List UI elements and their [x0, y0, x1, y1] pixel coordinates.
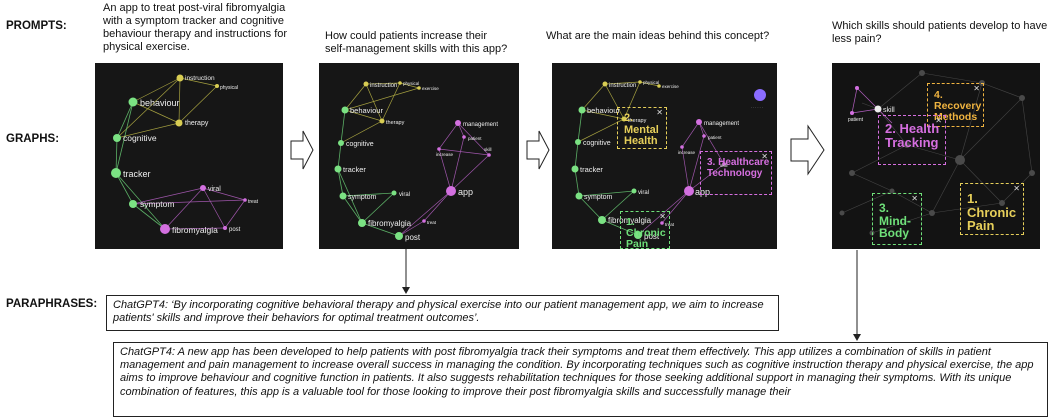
node-cognitive: cognitive — [123, 133, 157, 143]
arrow-right-icon — [290, 130, 314, 170]
node-behaviour: behaviour — [587, 106, 620, 115]
node-management: management — [463, 122, 498, 128]
node-fibromyalgia: fibromyalgia — [368, 219, 412, 228]
node-app: app — [695, 187, 710, 197]
node-increase: increase — [678, 150, 696, 155]
graph-4-network: skill patient — [839, 70, 1035, 236]
node-instruction: instruction — [370, 83, 397, 89]
node-instruction: instruction — [609, 83, 636, 89]
node-patient: patient — [708, 135, 722, 140]
graph-2-network: instruction physical exercise behaviour … — [334, 81, 498, 242]
node-exercise: exercise — [422, 86, 439, 91]
graphs-row-label: GRAPHS: — [6, 133, 60, 145]
node-viral: viral — [638, 190, 649, 196]
graph-panel-4: skill patient ✕ 4. Recovery Methods ✕ 2.… — [832, 63, 1040, 249]
node-fibromyalgia: fibromyalgia — [172, 225, 218, 235]
node-cognitive: cognitive — [346, 141, 374, 148]
cluster-mental-health[interactable]: ✕ 2. Mental Health — [617, 107, 667, 149]
prompt-1: An app to treat post-viral fibromyalgia … — [103, 2, 288, 53]
graph-3-network: · · · · · · instruction physical exercis… — [571, 80, 766, 241]
node-post: post — [644, 232, 660, 241]
node-physical: physical — [403, 81, 419, 86]
node-viral: viral — [399, 192, 410, 198]
close-icon[interactable]: ✕ — [659, 212, 666, 221]
node-skill: skill — [883, 107, 895, 114]
node-patient: patient — [468, 136, 482, 141]
graph-1-network: instruction physical behaviour therapy c… — [111, 74, 259, 235]
node-exercise: exercise — [662, 84, 679, 89]
node-increase: increase — [436, 152, 454, 157]
graph-panel-3: · · · · · · instruction physical exercis… — [552, 63, 777, 249]
close-icon[interactable]: ✕ — [935, 116, 942, 125]
prompt-4: Which skills should patients develop to … — [832, 20, 1048, 45]
paraphrase-2: ChatGPT4: A new app has been developed t… — [113, 342, 1048, 417]
node-cognitive: cognitive — [583, 140, 611, 147]
close-icon[interactable]: ✕ — [911, 194, 918, 203]
node-viral: viral — [208, 186, 221, 193]
svg-text:· · · · · ·: · · · · · · — [751, 106, 763, 110]
graph-panel-1: instruction physical behaviour therapy c… — [95, 63, 283, 249]
node-physical: physical — [220, 85, 238, 91]
prompt-2: How could patients increase their self-m… — [325, 30, 508, 55]
node-skill: skill — [720, 163, 728, 168]
node-post: post — [229, 227, 241, 233]
close-icon[interactable]: ✕ — [656, 108, 663, 117]
node-symptom: symptom — [140, 199, 174, 209]
node-skill: skill — [484, 147, 492, 152]
cluster-chronic-pain[interactable]: ✕ 1. Chronic Pain — [960, 183, 1024, 235]
prompt-3: What are the main ideas behind this conc… — [546, 30, 770, 42]
close-icon[interactable]: ✕ — [1013, 184, 1020, 193]
node-treat: treat — [248, 199, 259, 205]
cluster-healthcare-technology[interactable]: ✕ 3. Healthcare Technology — [700, 151, 772, 195]
arrow-right-icon — [526, 130, 550, 170]
node-behaviour: behaviour — [140, 98, 180, 108]
prompts-row-label: PROMPTS: — [6, 20, 67, 32]
close-icon[interactable]: ✕ — [761, 152, 768, 161]
node-therapy: therapy — [185, 120, 209, 127]
close-icon[interactable]: ✕ — [973, 84, 980, 93]
node-behaviour: behaviour — [350, 106, 383, 115]
node-tracker: tracker — [343, 165, 366, 174]
cluster-mind-body[interactable]: ✕ 3. Mind-Body — [872, 193, 922, 245]
node-physical: physical — [643, 80, 659, 85]
node-management: management — [704, 121, 739, 127]
cluster-health-tracking[interactable]: ✕ 2. Health Tracking — [878, 115, 946, 165]
node-instruction: instruction — [185, 75, 215, 82]
cluster-chronic-pain[interactable]: ✕ 1. Chronic Pain — [620, 211, 670, 249]
node-tracker: tracker — [123, 169, 151, 179]
connector-arrow-down-icon — [853, 250, 861, 341]
graph-panel-2: instruction physical exercise behaviour … — [319, 63, 519, 249]
node-post: post — [405, 233, 421, 242]
arrow-right-icon — [790, 124, 825, 176]
node-treat: treat — [427, 220, 437, 225]
node-fibromyalgia: fibromyalgia — [608, 216, 652, 225]
node-symptom: symptom — [584, 194, 613, 201]
node-tracker: tracker — [580, 165, 603, 174]
node-therapy: therapy — [628, 118, 647, 124]
paraphrases-row-label: PARAPHRASES: — [6, 298, 98, 310]
node-symptom: symptom — [348, 194, 377, 201]
node-patient: patient — [848, 117, 864, 123]
cluster-recovery-methods[interactable]: ✕ 4. Recovery Methods — [927, 83, 984, 127]
paraphrase-1: ChatGPT4: ‘By incorporating cognitive be… — [106, 295, 779, 331]
connector-arrow-down-icon — [402, 249, 410, 294]
node-therapy: therapy — [386, 120, 405, 126]
node-app: app — [458, 187, 473, 197]
